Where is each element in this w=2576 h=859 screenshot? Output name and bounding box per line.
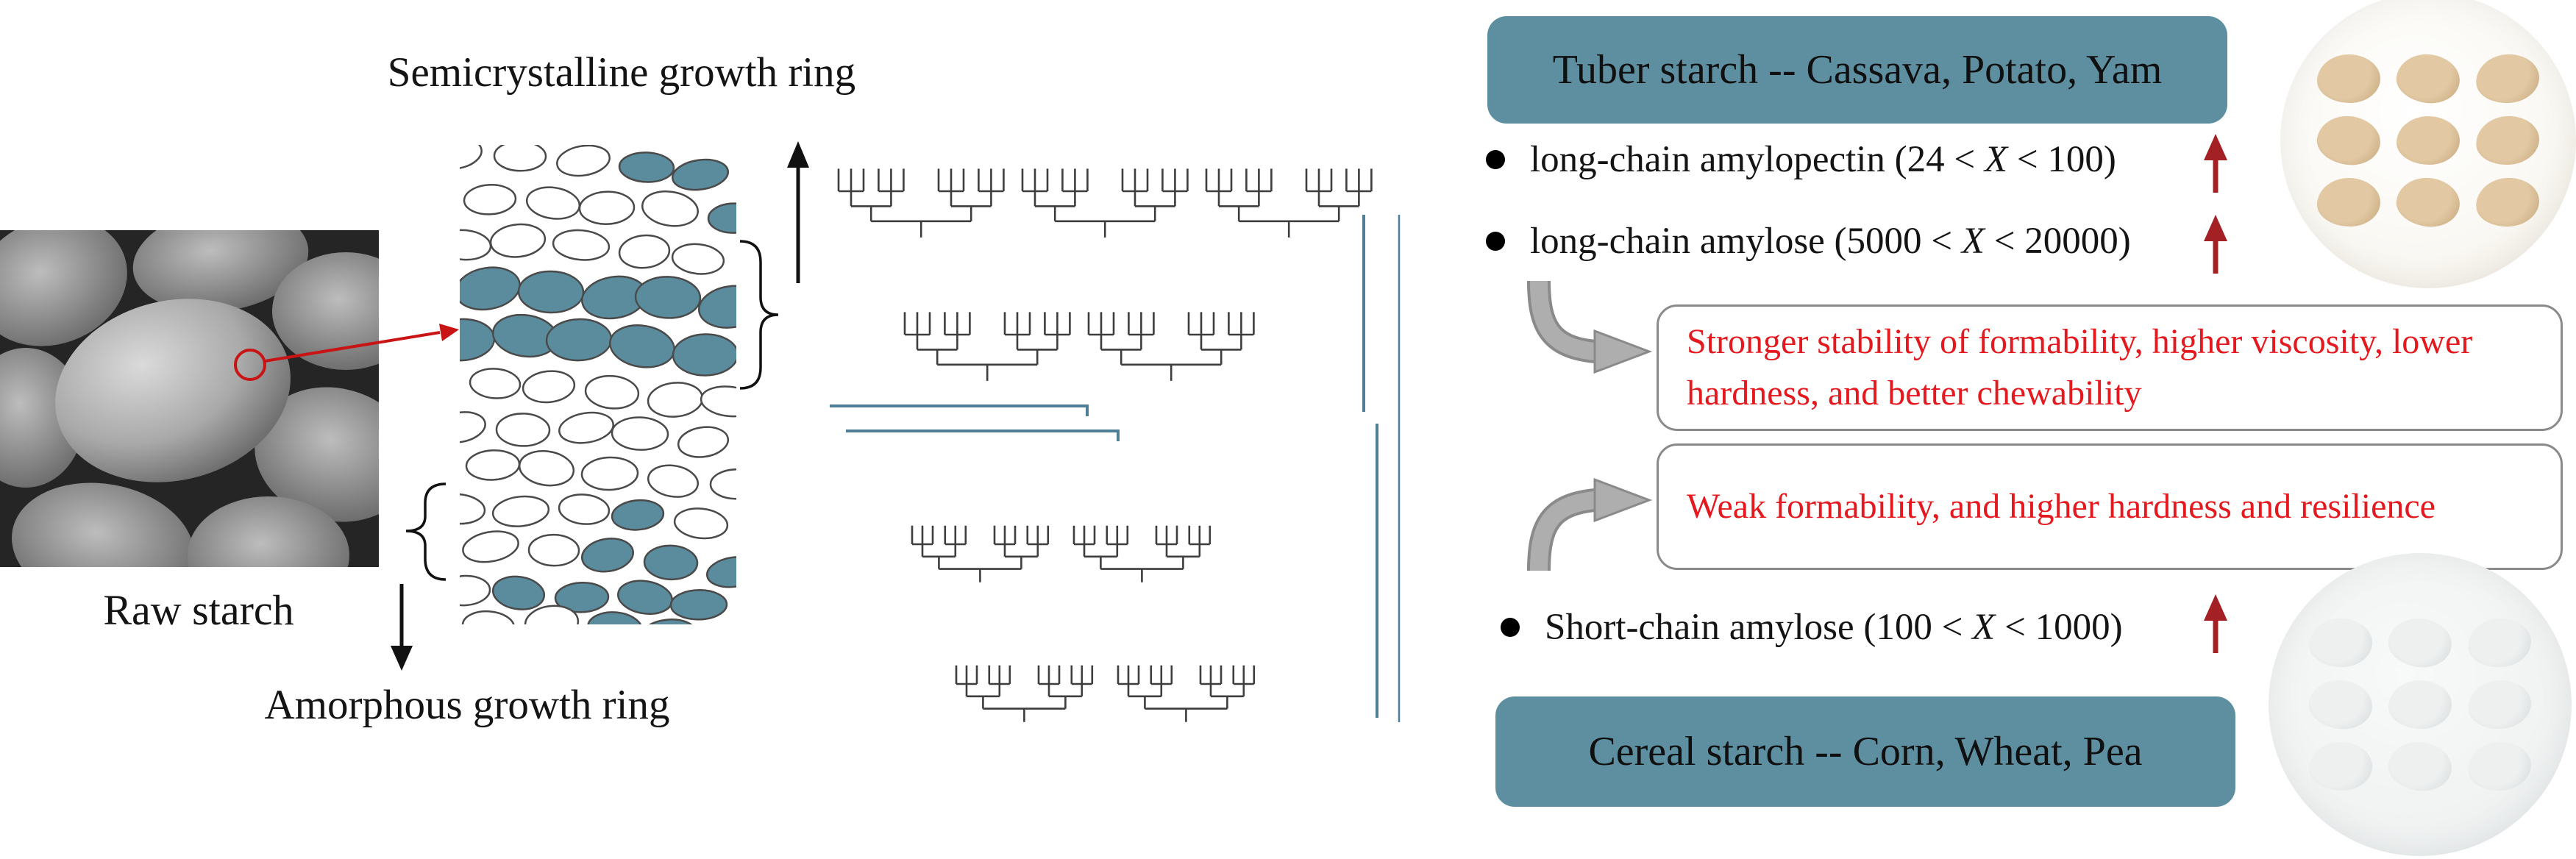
amylopectin-tree-structures bbox=[837, 168, 1373, 722]
cereal-gel-photo bbox=[2269, 553, 2572, 856]
amorphous-bracket bbox=[405, 482, 446, 581]
gel-sample-blob bbox=[2397, 116, 2460, 165]
increase-arrow-long-amylose bbox=[2204, 215, 2227, 274]
amorphous-arrow bbox=[391, 584, 413, 671]
semicrystalline-bracket bbox=[739, 240, 779, 390]
semicrystalline-arrow bbox=[787, 141, 809, 283]
tuber-gel-photo bbox=[2280, 0, 2576, 288]
gel-sample-blob bbox=[2309, 742, 2372, 791]
cereal-outcome-text: Weak formability, and higher hardness an… bbox=[1687, 487, 2436, 527]
gel-sample-blob bbox=[2385, 738, 2455, 794]
bullet-text: long-chain amylose (5000 < X < 20000) bbox=[1530, 221, 2131, 262]
cereal-starch-box: Cereal starch -- Corn, Wheat, Pea bbox=[1495, 696, 2235, 807]
gel-sample-blob bbox=[2306, 677, 2375, 733]
bullet-icon bbox=[1486, 232, 1505, 251]
gel-sample-blob bbox=[2474, 51, 2541, 106]
bullet-long-chain-amylopectin: long-chain amylopectin (24 < X < 100) bbox=[1480, 138, 2116, 182]
cereal-outcome-box: Weak formability, and higher hardness an… bbox=[1657, 443, 2563, 570]
gray-arrow-to-tuber-outcome bbox=[1527, 280, 1653, 374]
cereal-starch-box-label: Cereal starch -- Corn, Wheat, Pea bbox=[1588, 729, 2143, 774]
amorphous-label: Amorphous growth ring bbox=[264, 682, 670, 728]
gel-sample-blob bbox=[2394, 51, 2463, 107]
growth-ring-diagram bbox=[428, 138, 764, 660]
amylose-chain-lines bbox=[830, 215, 1401, 722]
tuber-starch-box: Tuber starch -- Cassava, Potato, Yam bbox=[1487, 16, 2227, 124]
gray-arrow-to-cereal-outcome bbox=[1527, 477, 1653, 571]
gel-sample-blob bbox=[2394, 174, 2463, 230]
bullet-text: long-chain amylopectin (24 < X < 100) bbox=[1530, 139, 2116, 180]
gel-sample-blob bbox=[2474, 175, 2541, 229]
raw-starch-label: Raw starch bbox=[103, 586, 294, 634]
increase-arrow-amylopectin bbox=[2204, 134, 2227, 193]
tuber-outcome-box: Stronger stability of formability, highe… bbox=[1657, 304, 2563, 431]
bullet-long-chain-amylose: long-chain amylose (5000 < X < 20000) bbox=[1480, 219, 2131, 263]
tuber-gel-samples bbox=[2314, 51, 2541, 230]
gel-sample-blob bbox=[2466, 739, 2533, 794]
cereal-gel-samples bbox=[2306, 615, 2533, 794]
gel-sample-blob bbox=[2466, 616, 2533, 670]
semicrystalline-label: Semicrystalline growth ring bbox=[387, 49, 856, 96]
gel-sample-blob bbox=[2317, 178, 2380, 227]
bullet-icon bbox=[1501, 618, 1520, 637]
sem-granules-graphic bbox=[0, 207, 419, 614]
gel-sample-blob bbox=[2317, 54, 2380, 103]
gel-sample-blob bbox=[2309, 619, 2372, 667]
gel-sample-blob bbox=[2474, 113, 2541, 168]
gel-sample-blob bbox=[2385, 615, 2455, 671]
gel-sample-blob bbox=[2388, 680, 2452, 729]
bullet-text: Short-chain amylose (100 < X < 1000) bbox=[1545, 607, 2123, 648]
increase-arrow-short-amylose bbox=[2204, 594, 2227, 653]
gel-sample-blob bbox=[2314, 113, 2383, 168]
sem-image-raw-starch bbox=[0, 207, 419, 614]
tuber-starch-box-label: Tuber starch -- Cassava, Potato, Yam bbox=[1552, 47, 2163, 93]
bullet-short-chain-amylose: Short-chain amylose (100 < X < 1000) bbox=[1495, 605, 2123, 649]
bullet-icon bbox=[1486, 150, 1505, 169]
gel-sample-blob bbox=[2466, 677, 2533, 732]
tuber-outcome-text: Stronger stability of formability, highe… bbox=[1687, 322, 2473, 413]
